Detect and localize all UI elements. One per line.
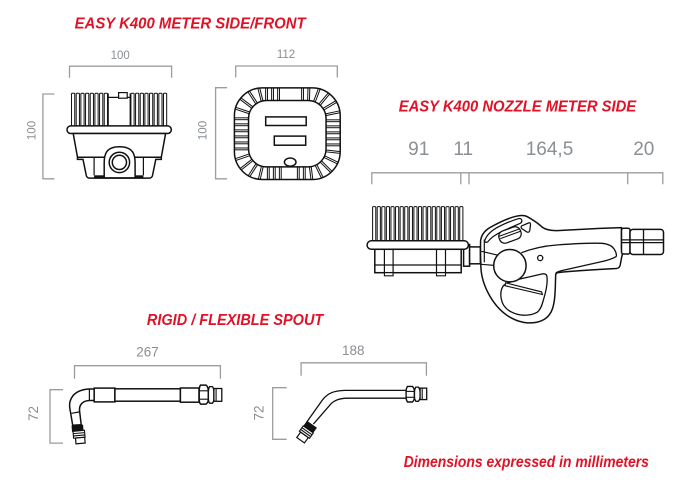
svg-text:EASY K400 NOZZLE METER SIDE: EASY K400 NOZZLE METER SIDE: [399, 99, 638, 116]
svg-text:164,5: 164,5: [526, 139, 574, 160]
svg-text:20: 20: [633, 139, 654, 160]
svg-text:EASY K400 METER SIDE/FRONT: EASY K400 METER SIDE/FRONT: [75, 16, 307, 33]
svg-text:72: 72: [26, 406, 41, 421]
svg-text:100: 100: [111, 50, 130, 62]
svg-text:72: 72: [251, 405, 266, 420]
svg-text:Dimensions expressed in millim: Dimensions expressed in millimeters: [404, 454, 649, 471]
svg-text:11: 11: [453, 139, 473, 160]
svg-text:188: 188: [342, 343, 365, 358]
svg-text:RIGID / FLEXIBLE SPOUT: RIGID / FLEXIBLE SPOUT: [147, 312, 325, 329]
svg-text:100: 100: [198, 121, 210, 140]
svg-text:91: 91: [408, 139, 429, 160]
svg-text:267: 267: [136, 345, 159, 360]
svg-text:100: 100: [26, 121, 38, 140]
svg-text:112: 112: [277, 49, 295, 61]
